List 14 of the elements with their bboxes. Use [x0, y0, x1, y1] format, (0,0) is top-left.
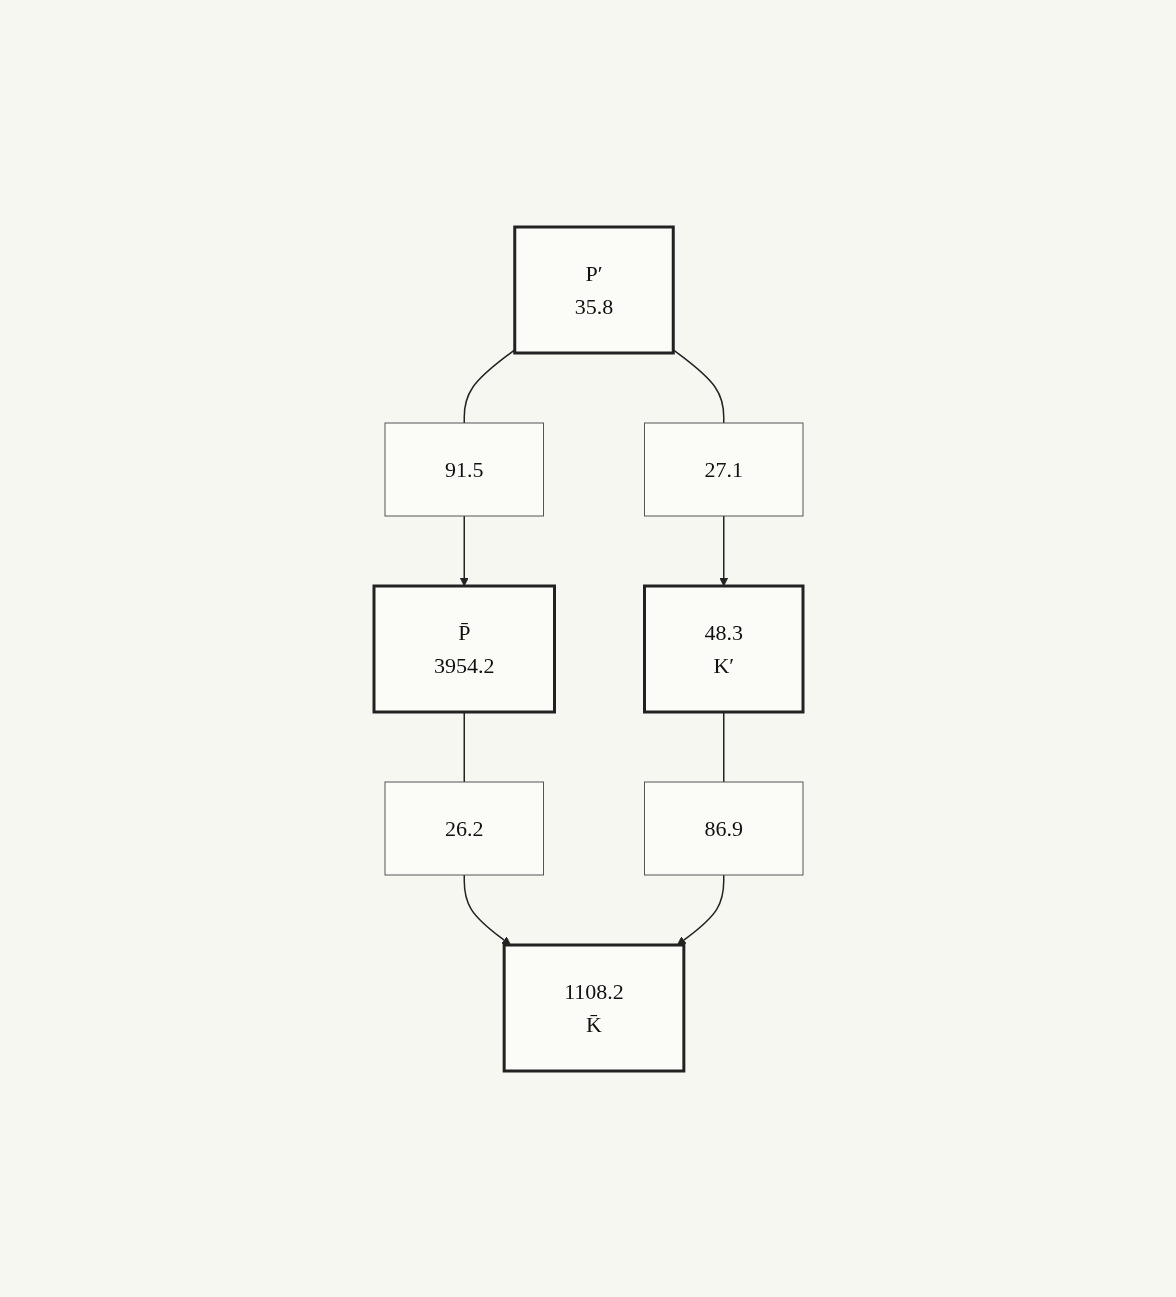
- node-box: 1108.2 K̄: [502, 943, 685, 1072]
- arrow: [676, 873, 724, 945]
- connector: [672, 348, 724, 424]
- connector: [463, 348, 515, 424]
- arrow: [463, 873, 511, 945]
- node-box: 91.5: [384, 422, 544, 516]
- node-box: 27.1: [643, 422, 803, 516]
- arrow: [459, 514, 469, 586]
- node-box: P′ 35.8: [512, 225, 675, 354]
- node-box: 26.2: [384, 781, 544, 875]
- arrow: [718, 514, 728, 586]
- node-box: P̄ 3954.2: [372, 584, 556, 713]
- node-box: 48.3 K′: [642, 584, 804, 713]
- node-box: 86.9: [643, 781, 803, 875]
